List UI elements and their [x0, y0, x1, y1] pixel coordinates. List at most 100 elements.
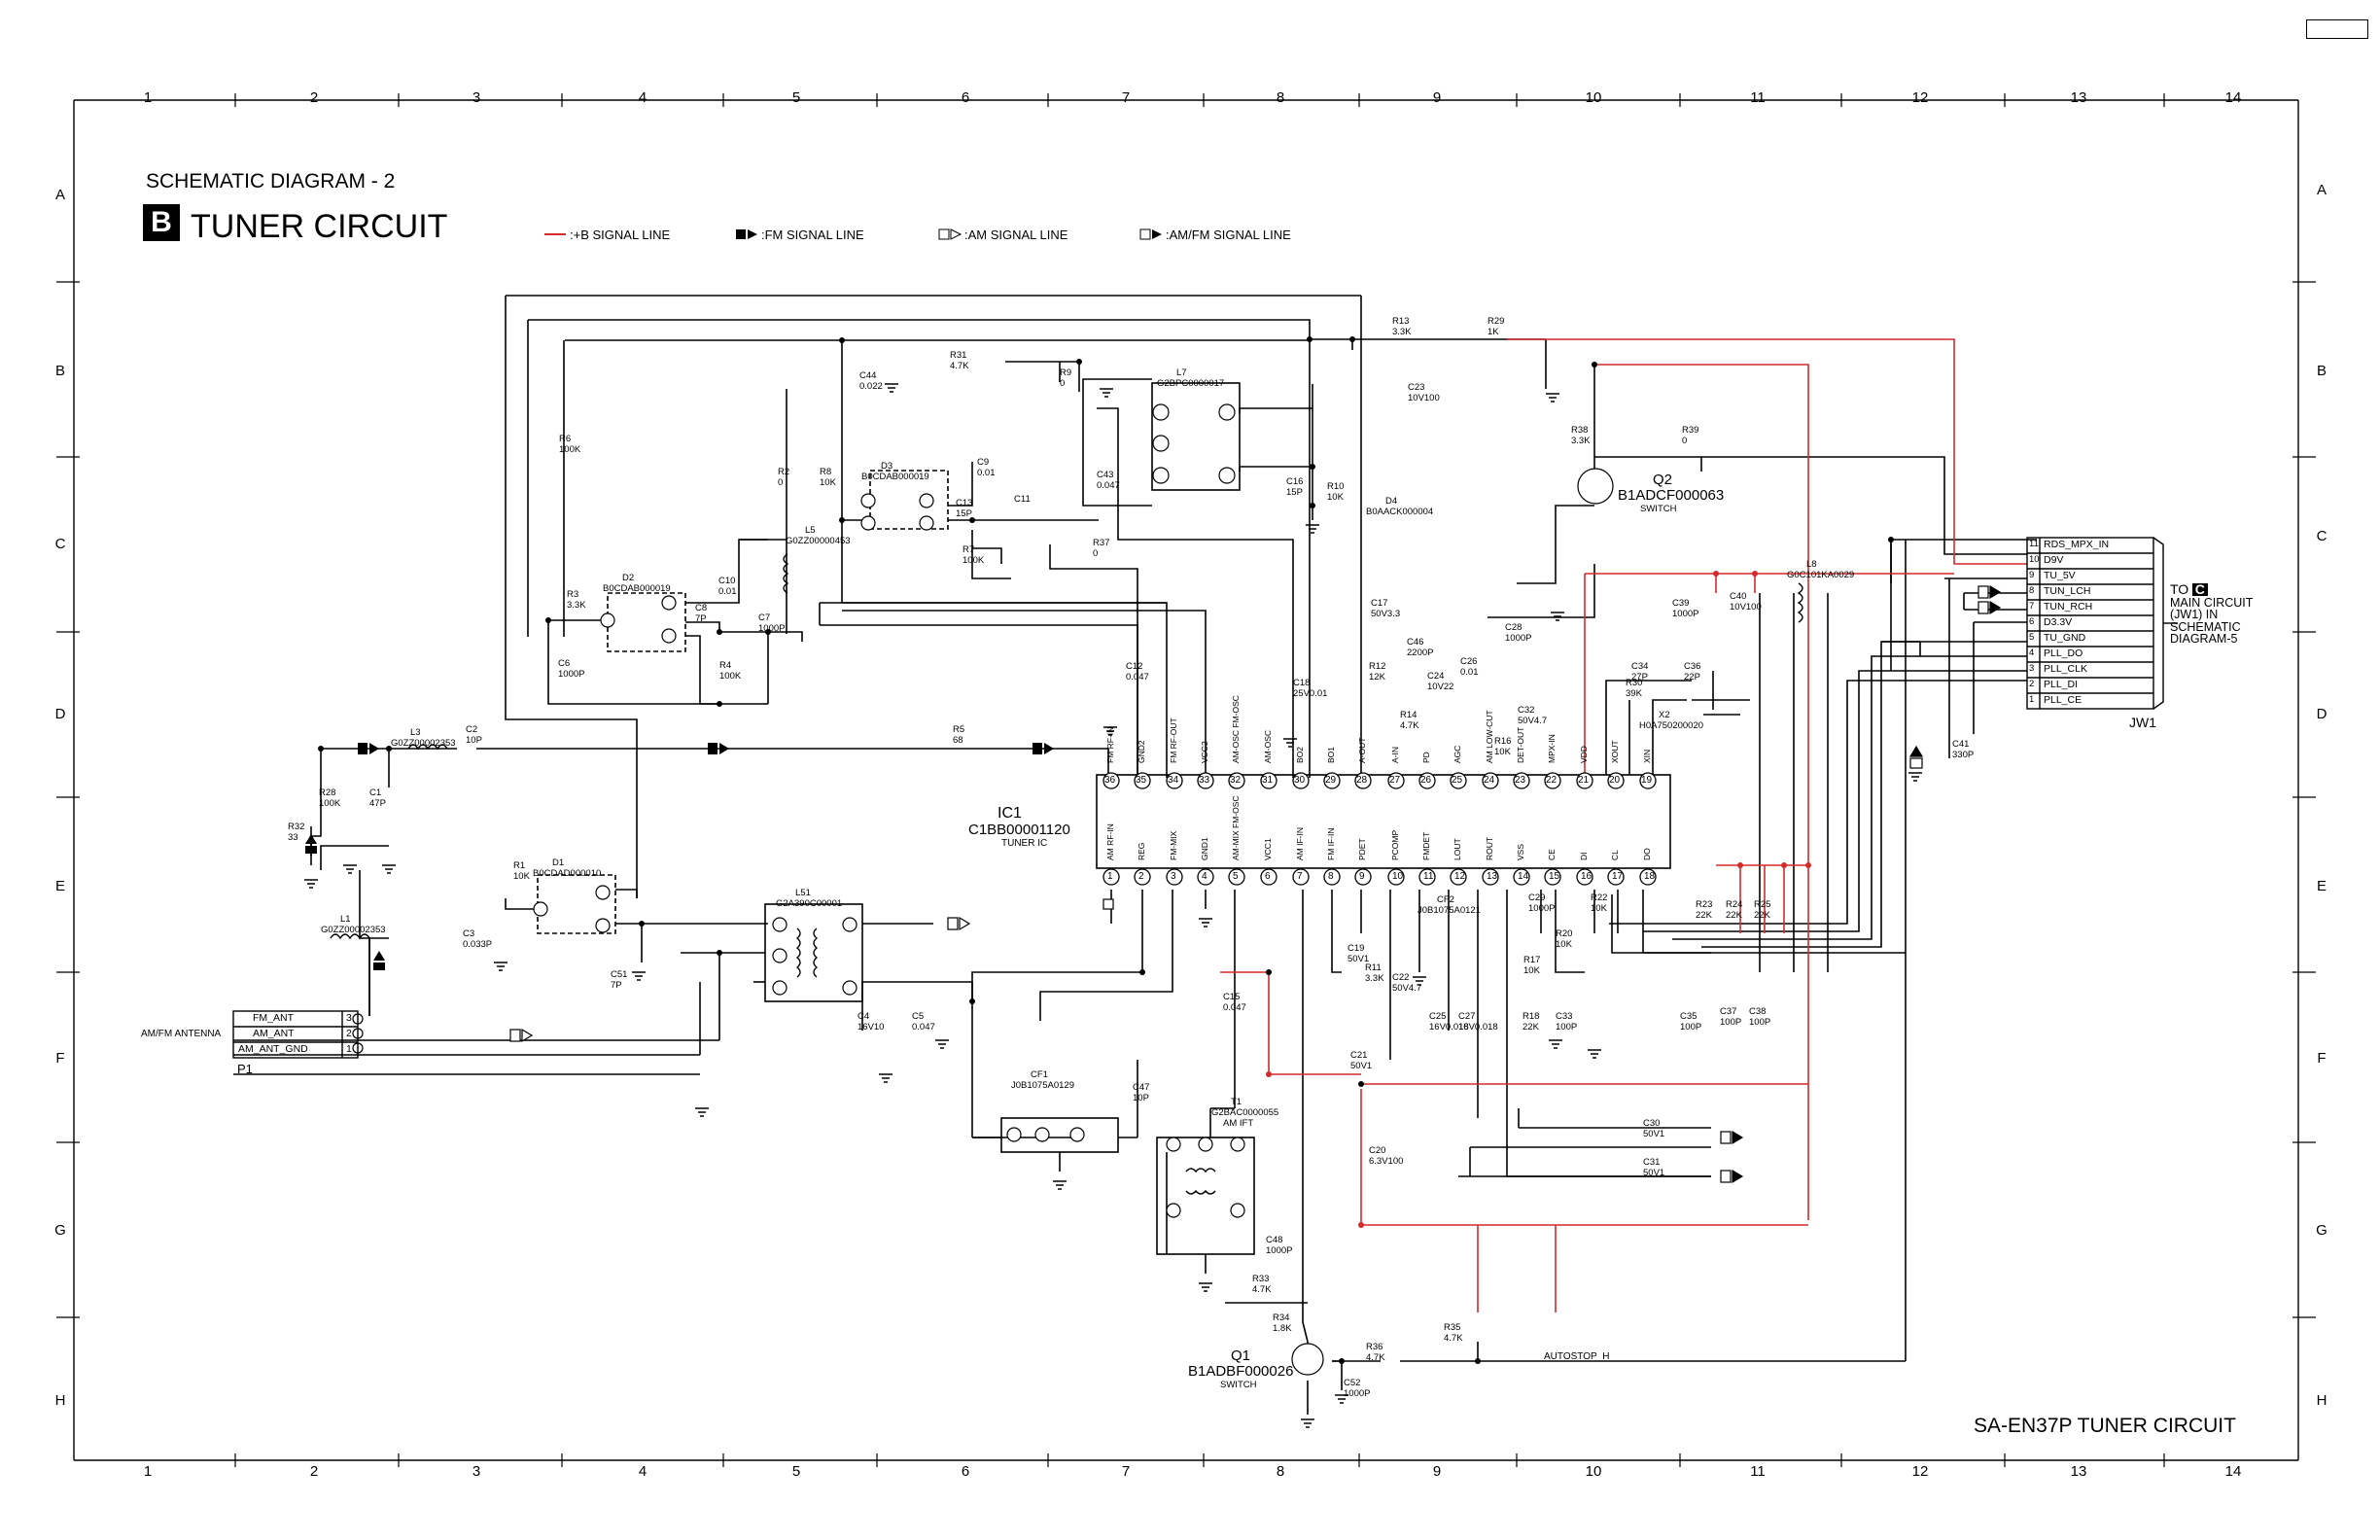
ic1-pin-circles [1102, 772, 1657, 886]
component-ref: C38 [1749, 1006, 1767, 1017]
row-label: F [55, 1050, 65, 1067]
cf2-part: J0B1075A0121 [1418, 905, 1481, 916]
ic1-pin-name: FM RF-IN [1105, 726, 1115, 763]
component-ref: C2 [466, 724, 478, 735]
ic1-pin-name: A-OUT [1357, 737, 1367, 763]
ic1-pin-number: 6 [1265, 871, 1271, 882]
component-value: 7P [611, 980, 622, 991]
ic1-pin-number: 19 [1641, 775, 1653, 786]
component-ref: R7 [962, 544, 975, 555]
ic1-pin-number: 21 [1578, 775, 1590, 786]
component-ref: R5 [953, 724, 965, 735]
ic1-pin-name: XOUT [1610, 740, 1620, 763]
component-value: 27P [1631, 672, 1648, 682]
component-value: 50V3.3 [1371, 609, 1401, 619]
ic1-pin-number: 14 [1518, 871, 1529, 882]
component-value: 1.8K [1273, 1323, 1292, 1334]
component-value: 100P [1720, 1017, 1742, 1028]
component-value: 15P [956, 508, 972, 519]
col-label: 1 [143, 89, 153, 106]
ic1-pin-number: 8 [1328, 871, 1334, 882]
component-ref: R20 [1556, 928, 1573, 939]
ic1-pin-name: DET-OUT [1516, 726, 1525, 763]
x2-ref: X2 [1659, 710, 1670, 720]
p1-pin-name: FM_ANT [253, 1012, 294, 1024]
component-ref: C24 [1427, 671, 1445, 682]
component-ref: R13 [1392, 316, 1410, 327]
t1-part: G2BAC0000055 [1211, 1107, 1279, 1118]
component-ref: C19 [1348, 943, 1365, 954]
component-value: 4.7K [1252, 1284, 1272, 1295]
col-label: 14 [2224, 89, 2242, 106]
legend-symbols [544, 228, 1162, 240]
ic1-pin-name: AM RF-IN [1105, 823, 1115, 860]
jw1-pin-name: D9V [2044, 554, 2064, 566]
component-value: 0 [1682, 436, 1688, 446]
l5-part: G0ZZ00000453 [786, 536, 851, 546]
component-ref: R4 [719, 660, 732, 671]
component-ref: R38 [1571, 425, 1589, 436]
col-label: 9 [1432, 89, 1442, 106]
q2-desc: SWITCH [1640, 504, 1677, 514]
q1-part: B1ADBF000026 [1188, 1363, 1294, 1380]
circuit-wires [233, 295, 2037, 1415]
ic1-pin-name: XIN [1642, 749, 1652, 763]
b-signal-lines [1220, 338, 2027, 1312]
component-ref: C41 [1952, 739, 1970, 750]
ic1-pin-number: 33 [1199, 775, 1210, 786]
ic1-pin-number: 10 [1392, 871, 1404, 882]
ic1-pin-number: 24 [1484, 775, 1495, 786]
ic1-pin-name: FM RF-OUT [1169, 718, 1178, 763]
component-ref: C25 [1429, 1011, 1447, 1022]
jw1-pin-number: 9 [2029, 570, 2035, 580]
ic1-pin-name: AM-OSC FM-OSC [1231, 695, 1241, 763]
l7-ref: L7 [1176, 368, 1187, 378]
component-ref: R8 [820, 467, 832, 477]
component-ref: R28 [319, 788, 336, 798]
ic1-pin-name: VDD [1579, 746, 1589, 763]
section-badge: B [143, 204, 180, 241]
p1-ref: P1 [237, 1062, 253, 1076]
ic1-pin-name: AM-OSC [1263, 730, 1273, 763]
component-value: 0.022 [859, 381, 883, 392]
jw1-pin-number: 1 [2029, 694, 2035, 705]
p1-pin-number: 1 [346, 1043, 352, 1055]
component-ref: C10 [718, 576, 736, 586]
component-value: 0.047 [1223, 1002, 1246, 1013]
component-value: 100K [319, 798, 341, 809]
component-value: 100P [1749, 1017, 1771, 1028]
t1-ref: T1 [1231, 1097, 1242, 1107]
ic1-pin-number: 35 [1136, 775, 1147, 786]
row-label: F [2317, 1050, 2327, 1067]
component-ref: R6 [559, 434, 572, 444]
component-value: 1000P [1505, 633, 1532, 644]
component-value: 4.7K [1400, 720, 1419, 731]
component-value: 10K [1494, 747, 1511, 757]
component-ref: R2 [778, 467, 790, 477]
ic1-pin-name: FM-MIX [1169, 830, 1178, 860]
row-label: A [2316, 182, 2327, 198]
component-value: 2200P [1407, 648, 1434, 658]
ic1-pin-name: DI [1579, 852, 1589, 861]
ic1-pin-number: 23 [1515, 775, 1526, 786]
component-value: 50V4.7 [1392, 983, 1422, 994]
component-ref: C17 [1371, 598, 1388, 609]
junctions [318, 336, 1894, 1364]
component-ref: C40 [1730, 591, 1747, 602]
col-label: 3 [472, 89, 481, 106]
legend-b-signal: :+B SIGNAL LINE [570, 228, 671, 242]
jw1-pin-name: RDS_MPX_IN [2044, 539, 2110, 550]
row-label: C [2316, 528, 2328, 544]
component-ref: R9 [1060, 368, 1072, 378]
ic1-pin-number: 22 [1546, 775, 1558, 786]
row-label: E [2316, 878, 2327, 894]
row-label: D [2316, 706, 2328, 722]
circuit-title: TUNER CIRCUIT [191, 208, 448, 245]
component-value: 10K [820, 477, 836, 488]
x2-part: H0A750200020 [1639, 720, 1704, 731]
jw1-pin-name: TUN_LCH [2044, 585, 2091, 597]
component-ref: R34 [1273, 1312, 1290, 1323]
ic1-pin-number: 13 [1487, 871, 1498, 882]
ic1-pin-name: MPX-IN [1547, 734, 1557, 763]
ic1-pin-name: LOUT [1452, 838, 1462, 860]
